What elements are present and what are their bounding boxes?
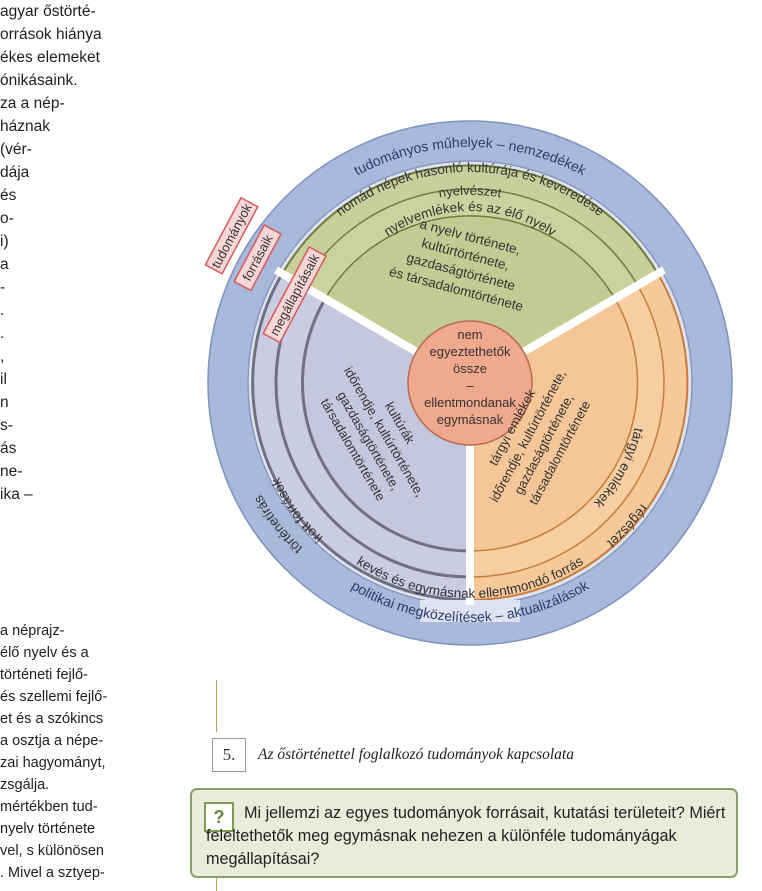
left-text-line: n	[0, 394, 9, 411]
left-text-line: dája	[0, 164, 30, 181]
left-text-line: zai hagyományt,	[0, 755, 106, 771]
left-text-line: ika –	[0, 486, 33, 503]
left-text-line: orrások hiánya	[0, 26, 102, 43]
left-text-line: ékes elemeket	[0, 49, 100, 66]
center-line-4: –	[466, 378, 474, 393]
left-text-column-lower: a néprajz-élő nyelv és a történeti fejlő-…	[0, 620, 210, 884]
center-line-6: egymásnak	[437, 412, 504, 427]
left-text-line: o-	[0, 210, 14, 227]
left-text-line: (vér-	[0, 141, 32, 158]
center-text: nem egyeztethetők össze – ellentmondanak…	[424, 327, 516, 427]
margin-rule-upper	[216, 680, 217, 732]
left-text-line: nyelv története	[0, 821, 96, 837]
left-text-line: történeti fejlő-	[0, 667, 88, 683]
left-text-line: mértékben tud-	[0, 799, 98, 815]
left-text-line: és szellemi fejlő-	[0, 689, 108, 705]
question-box: ? Mi jellemzi az egyes tudományok forrás…	[190, 788, 738, 878]
left-text-line: ás	[0, 440, 17, 457]
left-text-line: vel, s különösen	[0, 843, 104, 859]
left-text-line: -	[0, 279, 6, 296]
left-text-line: élő nyelv és a	[0, 645, 89, 661]
left-text-line: ne-	[0, 463, 23, 480]
left-text-line: il	[0, 371, 7, 388]
figure-caption: 5. Az őstörténettel foglalkozó tudományo…	[212, 737, 574, 773]
left-text-line: zsgálja.	[0, 777, 50, 793]
sciences-relationship-diagram: tudományos műhelyek – nemzedékek politik…	[204, 120, 733, 646]
left-text-line: s-	[0, 417, 13, 434]
center-line-5: ellentmondanak	[424, 395, 516, 410]
left-text-line: .	[0, 325, 5, 342]
question-icon: ?	[204, 802, 234, 832]
question-text: Mi jellemzi az egyes tudományok forrásai…	[206, 804, 726, 868]
left-text-line: ,	[0, 348, 5, 365]
left-text-line: a	[0, 256, 9, 273]
linguistics-label: nyelvészet	[438, 183, 503, 201]
linguistics-sector	[280, 164, 660, 385]
center-line-1: nem	[457, 327, 482, 342]
left-text-line: et és a szókincs	[0, 711, 104, 727]
left-text-line: agyar őstörté-	[0, 3, 96, 20]
left-text-line: i)	[0, 233, 9, 250]
left-text-line: a néprajz-	[0, 623, 65, 639]
left-text-line: za a nép-	[0, 95, 65, 112]
left-text-line: .	[0, 302, 5, 319]
left-text-line: a osztja a népe-	[0, 733, 104, 749]
left-text-line: . Mivel a sztyep-	[0, 865, 105, 881]
left-text-line: háznak	[0, 118, 50, 135]
figure-caption-text: Az őstörténettel foglalkozó tudományok k…	[258, 746, 574, 763]
center-circle	[407, 320, 533, 446]
left-text-line: és	[0, 187, 17, 204]
left-text-column: agyar őstörté-orrások hiánya ékes elemeke…	[0, 0, 170, 506]
ribbon-gap	[420, 600, 520, 622]
left-text-line: ónikásaink.	[0, 72, 78, 89]
figure-number: 5.	[212, 738, 246, 772]
center-line-3: össze	[453, 361, 487, 376]
center-line-2: egyeztethetők	[430, 344, 511, 359]
margin-rule-lower	[216, 878, 217, 891]
